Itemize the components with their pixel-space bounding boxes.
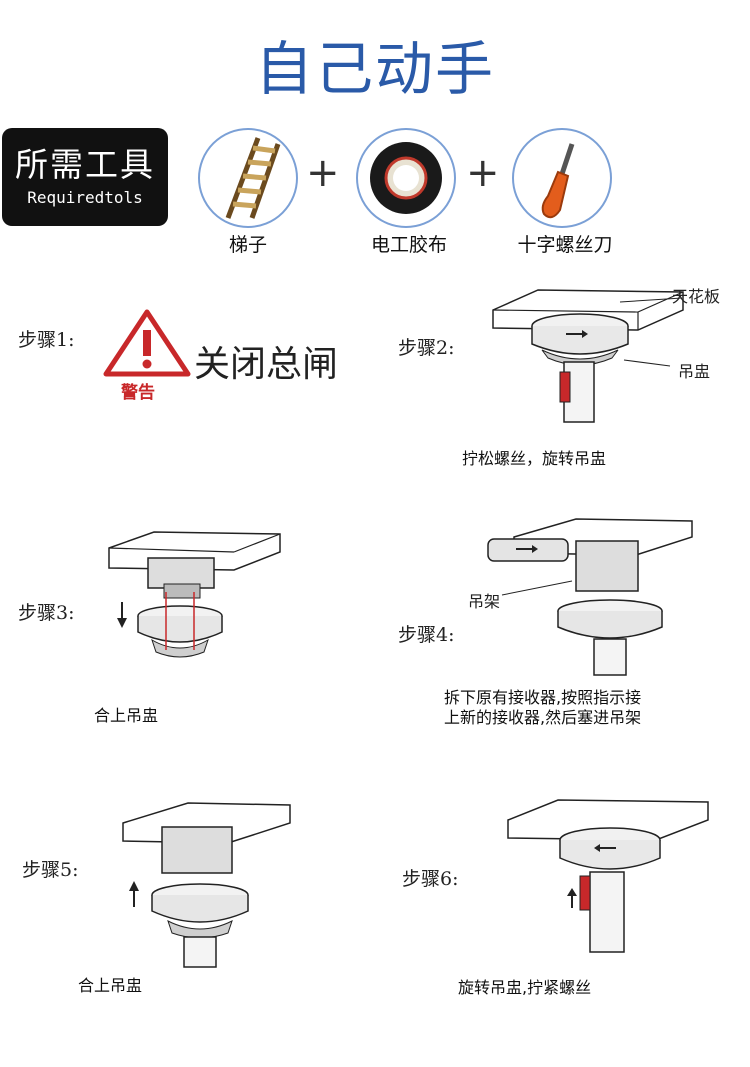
step-5-caption: 合上吊盅 [78, 976, 143, 995]
plus-sign-1: + [306, 150, 340, 196]
screwdriver-icon [541, 143, 575, 219]
plus-sign-2: + [466, 150, 500, 196]
warning-badge-text: 警告 [121, 383, 155, 403]
step-5-diagram [122, 802, 291, 968]
required-tools-label-zh: 所需工具 [15, 145, 155, 184]
tool-tape [356, 128, 456, 228]
callout-ceiling: 天花板 [672, 287, 721, 306]
step-3-label: 步骤3: [18, 602, 75, 624]
step-2-label: 步骤2: [398, 337, 455, 359]
page-title: 自己动手 [254, 35, 495, 103]
step-5-label: 步骤5: [22, 859, 79, 881]
tool-screwdriver [512, 128, 612, 228]
tool-label-screwdriver: 十字螺丝刀 [517, 234, 613, 256]
step-4-diagram [487, 518, 693, 676]
tool-label-ladder: 梯子 [228, 234, 267, 256]
tape-icon [370, 142, 442, 214]
step-6-caption: 旋转吊盅,拧紧螺丝 [458, 978, 592, 997]
step-3-caption: 合上吊盅 [94, 706, 159, 725]
callout-canopy: 吊盅 [678, 362, 711, 381]
step-3-diagram [108, 531, 281, 658]
step-6-label: 步骤6: [402, 868, 459, 890]
switch-off-main-power-text: 关闭总闸 [194, 344, 339, 385]
tool-label-tape: 电工胶布 [370, 234, 447, 256]
step-4-caption-line-1: 拆下原有接收器,按照指示接 [444, 688, 642, 707]
warning-icon [103, 309, 191, 377]
step-4-label: 步骤4: [398, 624, 455, 646]
step-2-caption: 拧松螺丝，旋转吊盅 [462, 449, 607, 468]
ladder-icon [225, 137, 281, 219]
required-tools-label-en: Requiredtols [27, 188, 143, 207]
step-4-caption-line-2: 上新的接收器,然后塞进吊架 [444, 708, 642, 727]
callout-bracket: 吊架 [468, 592, 501, 611]
step-6-diagram [507, 799, 709, 953]
required-tools-badge: 所需工具 Requiredtols [2, 128, 168, 226]
tool-ladder [198, 128, 298, 228]
step-2-diagram [492, 289, 684, 423]
step-1-label: 步骤1: [18, 329, 75, 351]
